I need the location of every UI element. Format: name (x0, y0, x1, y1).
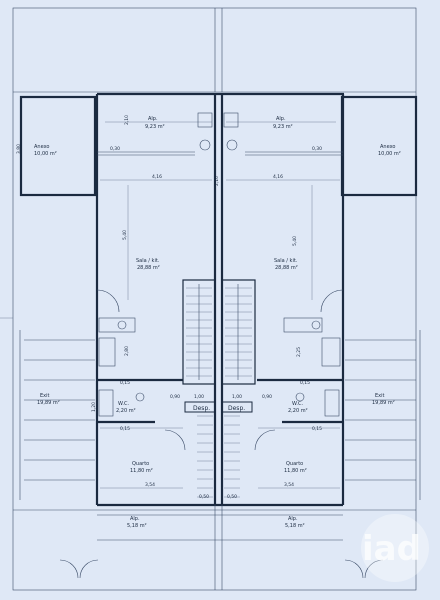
room-area-wc-right: 2,20 m² (288, 408, 308, 414)
watermark: iad (361, 514, 429, 582)
room-area-anexo-right: 10,00 m² (378, 151, 401, 157)
room-label-sala-right: Sala / kit. (274, 258, 298, 264)
dim-wc-height-left: 1,20 (91, 402, 97, 412)
room-label-wc-left: W.C. (118, 401, 129, 407)
dim-wall-015-bottom-left: 0,15 (120, 426, 130, 432)
dimension-lines (100, 179, 340, 489)
room-label-desp-left: Desp. (193, 405, 210, 412)
room-area-alp-bottom-right: 5,18 m² (285, 523, 305, 529)
dim-100-left: 1,00 (194, 394, 204, 400)
balcony-lines (97, 121, 343, 156)
room-area-alp-right: 9,23 m² (273, 124, 293, 130)
top-fixtures (197, 112, 239, 151)
stairs (186, 284, 252, 498)
dim-wall-015-bottom-right: 0,15 (312, 426, 322, 432)
room-label-sala-left: Sala / kit. (136, 258, 160, 264)
room-label-alp-bottom-left: Alp. (130, 516, 140, 522)
dim-090-right: 0,90 (262, 394, 272, 400)
room-label-alp-bottom-right: Alp. (288, 516, 298, 522)
room-area-quarto-right: 11,80 m² (284, 468, 307, 474)
dim-kitchen-height-left: 2,80 (124, 346, 130, 356)
watermark-text: iad (362, 529, 421, 569)
dim-090-left: 0,90 (170, 394, 180, 400)
lot-outline (0, 7, 417, 591)
dim-sala-height-right: 5,40 (292, 236, 298, 246)
room-label-quarto-right: Quarto (286, 461, 303, 467)
room-label-anexo-right: Anexo (380, 144, 395, 150)
dim-width-left: 4,16 (152, 174, 162, 180)
dim-quarto-width-left: 3,54 (145, 482, 155, 488)
room-area-sala-left: 28,88 m² (137, 265, 160, 271)
room-area-alp-bottom-left: 5,18 m² (127, 523, 147, 529)
room-label-alp-left: Alp. (148, 116, 158, 122)
dim-offset-right: 0,30 (312, 146, 322, 152)
room-label-desp-right: Desp. (228, 405, 245, 412)
dim-100-right: 1,00 (232, 394, 242, 400)
room-area-sala-right: 28,88 m² (275, 265, 298, 271)
room-label-anexo-left: Anexo (34, 144, 49, 150)
room-area-quarto-left: 11,80 m² (130, 468, 153, 474)
dim-wall-015-top-right: 0,15 (300, 380, 310, 386)
labels: Anexo 10,00 m² Anexo 10,00 m² Alp. 9,23 … (16, 115, 401, 529)
doors (59, 289, 384, 579)
wc-fixtures (98, 389, 340, 417)
dim-050-right: 0,50 (227, 494, 237, 500)
dim-quarto-width-right: 3,54 (284, 482, 294, 488)
room-label-wc-right: W.C. (292, 401, 303, 407)
room-label-exit-left: Exit (40, 393, 50, 399)
bottom-balcony (97, 505, 343, 590)
dim-sala-height-left: 5,40 (122, 230, 128, 240)
walls (19, 92, 418, 507)
dim-width-right: 4,16 (273, 174, 283, 180)
dim-wall-015-top-left: 0,15 (120, 380, 130, 386)
room-label-exit-right: Exit (375, 393, 385, 399)
dim-alp-height-right: 2,10 (214, 176, 220, 186)
room-label-alp-right: Alp. (276, 116, 286, 122)
dim-kitchen-height-right: 2,25 (296, 347, 302, 357)
room-area-alp-left: 9,23 m² (145, 124, 165, 130)
parking-stripes (19, 330, 421, 500)
kitchen-fixtures (98, 317, 341, 367)
room-area-exit-right: 19,89 m² (372, 400, 395, 406)
dim-annex-height: 3,80 (16, 144, 22, 154)
room-area-anexo-left: 10,00 m² (34, 151, 57, 157)
room-label-quarto-left: Quarto (132, 461, 149, 467)
dim-050-left: 0,50 (199, 494, 209, 500)
room-area-exit-left: 19,89 m² (37, 400, 60, 406)
room-area-wc-left: 2,20 m² (116, 408, 136, 414)
dim-alp-height-left: 2,10 (124, 115, 130, 125)
dim-offset-left: 0,30 (110, 146, 120, 152)
